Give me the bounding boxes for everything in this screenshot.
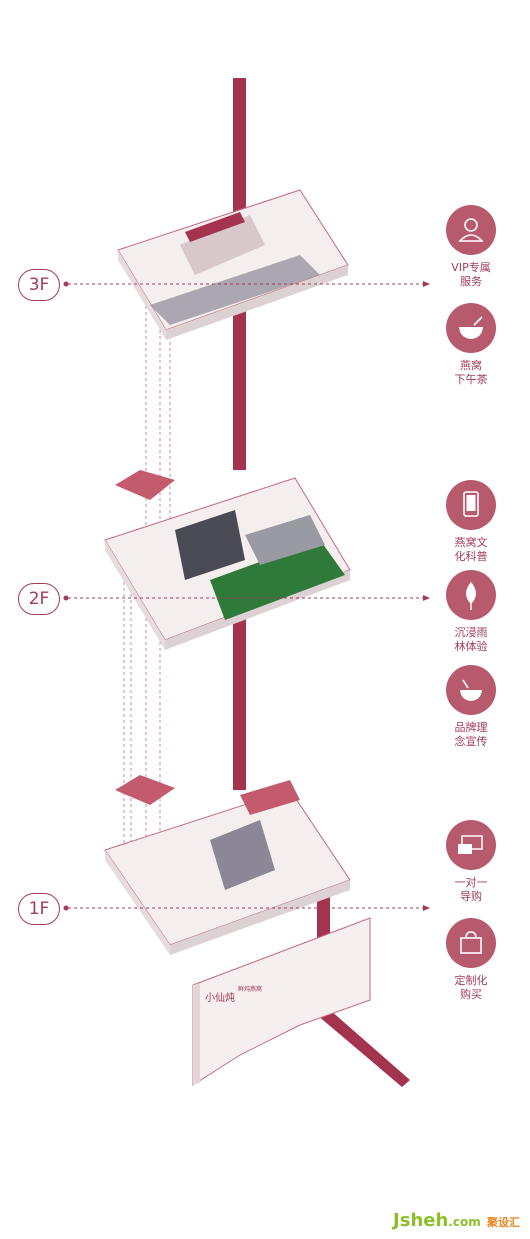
watermark-domain: .com: [448, 1215, 481, 1229]
feature-forest-line-1: 沉浸雨: [454, 626, 488, 639]
floor-2f-model: [104, 470, 351, 650]
feature-brand-line-2: 念宣传: [454, 735, 488, 748]
connector-arrow-1f: [423, 905, 430, 911]
feature-vip-line-2: 服务: [460, 275, 482, 288]
watermark-main: Jsheh: [393, 1210, 449, 1231]
feature-science: 燕窝文 化科普: [426, 480, 516, 564]
feature-guide-line-1: 一对一: [454, 876, 488, 889]
dashed-guides: [123, 300, 171, 870]
connector-dot-3f: [63, 281, 69, 287]
connector-arrow-3f: [423, 281, 430, 287]
watermark-cn: 聚设汇: [487, 1216, 520, 1229]
storefront-facade: [192, 917, 371, 1086]
cards-icon: [446, 820, 496, 870]
connector-dot-1f: [63, 905, 69, 911]
feature-brand-line-1: 品牌理: [454, 721, 488, 734]
person-icon: [446, 205, 496, 255]
feature-custom-line-1: 定制化: [454, 974, 488, 987]
feature-custom-line-2: 购买: [460, 988, 482, 1001]
bowl-icon: [446, 303, 496, 353]
leaf-icon: [446, 570, 496, 620]
feature-guide-line-2: 导购: [460, 890, 482, 903]
cup-icon: [446, 665, 496, 715]
feature-tea-line-1: 燕窝: [460, 359, 482, 372]
feature-forest: 沉浸雨 林体验: [426, 570, 516, 654]
feature-tea: 燕窝 下午茶: [426, 303, 516, 387]
feature-science-line-1: 燕窝文: [454, 536, 488, 549]
feature-vip-line-1: VIP专属: [451, 261, 491, 274]
floor-label-1f: 1F: [18, 893, 60, 925]
feature-forest-line-2: 林体验: [454, 640, 488, 653]
feature-vip: VIP专属 服务: [426, 205, 516, 289]
floor-3f-model: [117, 189, 349, 340]
storefront-brand: 小仙炖: [205, 991, 235, 1004]
watermark-logo: Jsheh.com 聚设汇: [393, 1210, 520, 1231]
floor-1f-model: [104, 775, 351, 955]
connector-dot-2f: [63, 595, 69, 601]
feature-guide: 一对一 导购: [426, 820, 516, 904]
floor-label-2f: 2F: [18, 583, 60, 615]
feature-science-line-2: 化科普: [454, 550, 488, 563]
phone-icon: [446, 480, 496, 530]
bag-icon: [446, 918, 496, 968]
connector-arrow-2f: [423, 595, 430, 601]
feature-custom: 定制化 购买: [426, 918, 516, 1002]
storefront-sub: 鲜炖燕窝: [238, 985, 262, 993]
feature-brand: 品牌理 念宣传: [426, 665, 516, 749]
feature-tea-line-2: 下午茶: [454, 373, 488, 386]
floor-label-3f: 3F: [18, 269, 60, 301]
